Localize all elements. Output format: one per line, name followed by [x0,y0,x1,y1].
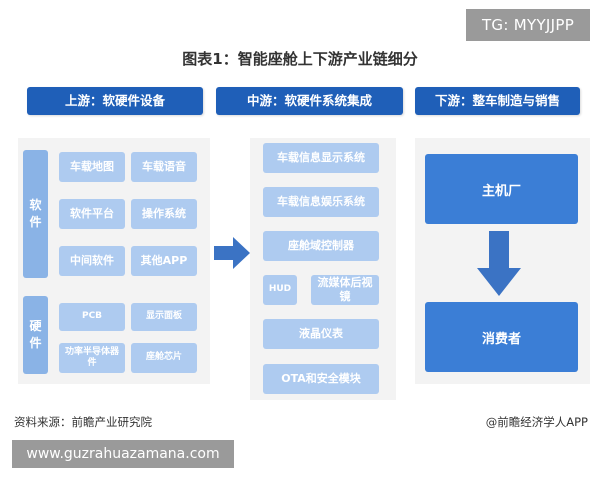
oem-node: 主机厂 [425,154,578,224]
header-upstream: 上游：软硬件设备 [27,87,203,115]
software-item: 其他APP [131,246,197,276]
software-item: 操作系统 [131,199,197,229]
header-downstream: 下游：整车制造与销售 [415,87,580,115]
software-item: 车载地图 [59,152,125,182]
hardware-item: 座舱芯片 [131,343,197,373]
software-item: 车载语音 [131,152,197,182]
hardware-item: PCB [59,303,125,331]
midstream-item-hud: HUD [263,275,297,305]
consumer-node: 消费者 [425,302,578,372]
watermark-top: TG: MYYJJPP [466,9,590,41]
midstream-item: OTA和安全模块 [263,364,379,394]
software-category-label: 软件 [29,198,42,229]
midstream-item: 座舱域控制器 [263,231,379,261]
header-midstream: 中游：软硬件系统集成 [216,87,403,115]
hardware-item: 显示面板 [131,303,197,331]
midstream-item: 车载信息显示系统 [263,143,379,173]
midstream-panel [250,138,396,400]
midstream-item: 流媒体后视镜 [311,275,379,305]
software-category: 软件 [23,150,48,278]
midstream-item: 液晶仪表 [263,319,379,349]
watermark-bottom: www.guzrahuazamana.com [12,440,234,468]
hardware-item: 功率半导体器件 [59,343,125,373]
hardware-category-label: 硬件 [29,319,42,350]
source-note: 资料来源：前瞻产业研究院 [14,415,152,429]
arrow-down-icon [477,231,521,296]
arrow-right-icon [214,237,250,269]
software-item: 软件平台 [59,199,125,229]
midstream-item: 车载信息娱乐系统 [263,187,379,217]
page-title: 图表1：智能座舱上下游产业链细分 [182,50,418,68]
software-item: 中间软件 [59,246,125,276]
brand-credit: @前瞻经济学人APP [485,415,588,429]
hardware-category: 硬件 [23,296,48,374]
